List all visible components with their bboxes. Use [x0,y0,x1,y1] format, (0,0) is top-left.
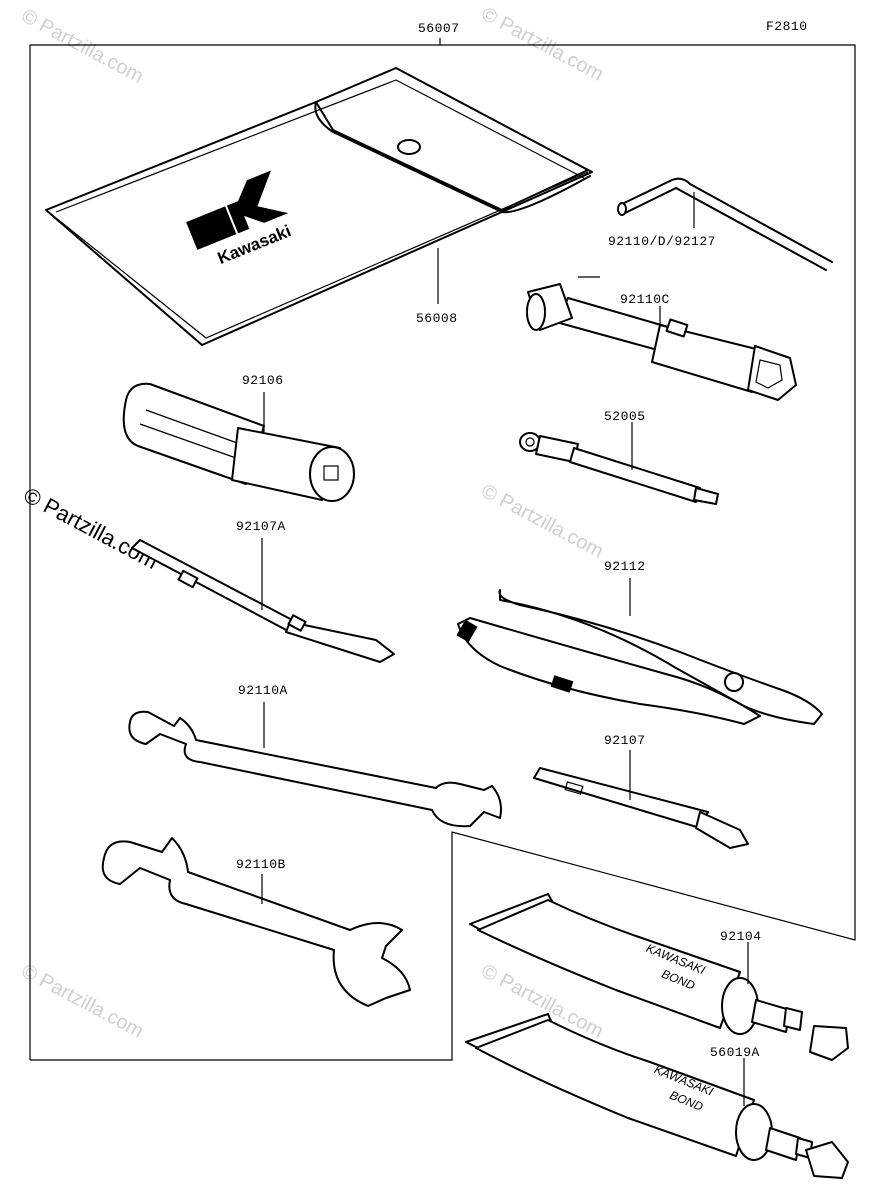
part-label-92107: 92107 [604,733,646,748]
extension-bar [519,422,719,505]
part-label-92110D: 92110/D/92127 [608,234,716,249]
part-label-92104: 92104 [720,929,762,944]
part-label-92110A: 92110A [238,683,288,698]
part-label-92110B: 92110B [236,857,286,872]
part-label-92106: 92106 [242,373,284,388]
watermark: © Partzilla.com [18,960,147,1043]
spark-plug-wrench [526,276,797,401]
part-label-52005: 52005 [604,409,646,424]
figure-code: F2810 [766,19,808,34]
watermark: © Partzilla.com [478,3,607,86]
part-label-56019A: 56019A [710,1045,760,1060]
bond-tube-56019A: KAWASAKI BOND [465,1013,849,1179]
bond-tube-92104: KAWASAKI BOND [469,893,849,1061]
open-end-wrench-92110B [101,837,411,1007]
watermark: © Partzilla.com [18,5,147,88]
part-label-92110C: 92110C [620,292,670,307]
part-label-92107A: 92107A [236,519,286,534]
watermark: © Partzilla.com [478,480,607,563]
hex-wrench [617,177,833,271]
screwdriver-bit-92107A [131,538,395,663]
tool-pouch: Kawasaki [45,67,593,346]
watermark-dark: © Partzilla.com [20,482,163,574]
group-frame [29,38,856,1061]
screwdriver-handle [122,382,355,502]
open-end-wrench-92110A [128,702,502,828]
part-label-56008: 56008 [416,311,458,326]
screwdriver-bit-92107 [533,750,749,849]
part-label-56007: 56007 [418,21,460,36]
pliers [456,578,823,725]
part-label-92112: 92112 [604,559,646,574]
